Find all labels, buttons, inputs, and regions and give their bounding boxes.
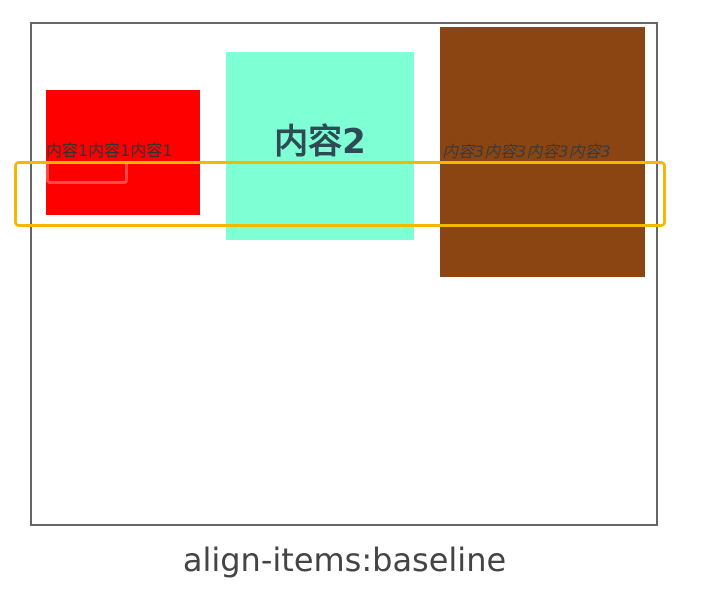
flex-item-2-label: 内容2 <box>274 122 366 162</box>
diagram-caption: align-items:baseline <box>182 541 507 579</box>
flex-item-1: 内容1内容1内容1 <box>46 90 200 215</box>
flex-item-1-label: 内容1内容1内容1 <box>46 141 173 160</box>
flex-item-3-label: 内容3内容3内容3内容3 <box>442 142 611 161</box>
flex-item-1-inner-mark <box>46 162 128 184</box>
flex-container: 内容1内容1内容1 内容2 内容3内容3内容3内容3 <box>30 22 658 526</box>
flex-item-2: 内容2 <box>226 52 414 240</box>
flex-item-3: 内容3内容3内容3内容3 <box>440 27 645 277</box>
